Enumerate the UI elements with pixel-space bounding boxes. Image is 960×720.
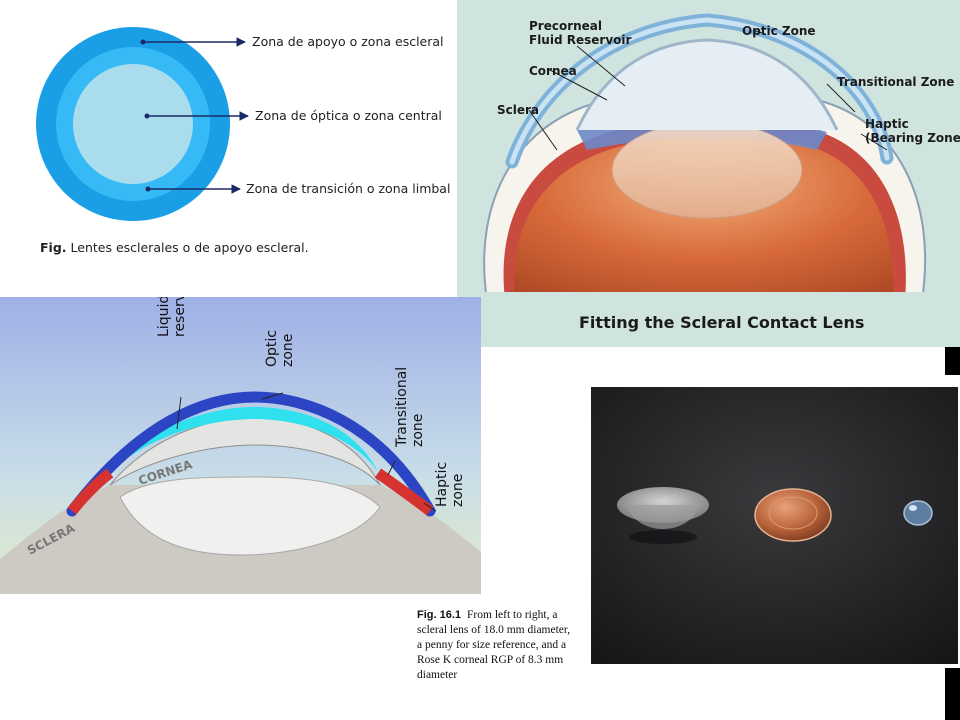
optic-zone-word: zone — [280, 334, 296, 367]
optic-zone-label: Zona de óptica o zona central — [255, 108, 442, 123]
haptic-label: Haptic — [434, 462, 450, 507]
transition-zone-label: Zona de transición o zona limbal — [246, 181, 450, 196]
fluid-reservoir-label: Fluid Reservoir — [529, 33, 631, 47]
liquid-reservoir — [110, 407, 378, 472]
bearing-zone-label: (Bearing Zone) — [865, 131, 960, 145]
transitional-zone-word: zone — [410, 414, 426, 447]
optic-zone-disc — [73, 64, 193, 184]
transitional-zone-label: Transitional Zone — [837, 75, 954, 89]
lens-zones-figure: Zona de apoyo o zona escleral Zona de óp… — [0, 0, 460, 300]
black-bar-top — [945, 347, 960, 375]
lens-zones-svg: Zona de apoyo o zona escleral Zona de óp… — [36, 27, 450, 255]
sclera-label: Sclera — [497, 103, 539, 117]
lens-zones-caption: Fig. Lentes esclerales o de apoyo escler… — [40, 240, 309, 255]
crystalline-lens — [611, 121, 803, 219]
reservoir-label: reservoir — [172, 297, 188, 337]
haptic-zone-right — [374, 468, 434, 516]
lens-profile-svg: Liquid reservoir Optic zone Transitional… — [0, 297, 481, 594]
cornea-label: Cornea — [529, 64, 577, 78]
transitional-label: Transitional — [394, 367, 410, 448]
haptic-zone-word: zone — [450, 474, 466, 507]
scleral-lens-profile — [66, 391, 436, 517]
lens-profile-diagram: Liquid reservoir Optic zone Transitional… — [0, 297, 481, 594]
eye-cross-section-svg: Precorneal Fluid Reservoir Optic Zone Co… — [457, 0, 960, 347]
support-zone-label: Zona de apoyo o zona escleral — [252, 34, 444, 49]
eye-figure-title: Fitting the Scleral Contact Lens — [579, 313, 864, 332]
corneal-rgp-lens-object — [903, 500, 933, 526]
haptic-label: Haptic — [865, 117, 909, 131]
black-bar-bottom — [945, 668, 960, 720]
haptic-zone-left — [67, 468, 114, 515]
inner-lens — [119, 476, 381, 556]
optic-zone-label: Optic Zone — [742, 24, 816, 38]
lens-comparison-photo — [591, 387, 958, 664]
cornea-dome — [575, 38, 839, 131]
liquid-label: Liquid — [156, 297, 172, 337]
precorneal-label: Precorneal — [529, 19, 602, 33]
optic-label: Optic — [264, 330, 280, 367]
penny-object — [754, 488, 832, 542]
eye-cross-section-figure: Precorneal Fluid Reservoir Optic Zone Co… — [457, 0, 960, 347]
lens-photo-svg — [591, 387, 958, 664]
